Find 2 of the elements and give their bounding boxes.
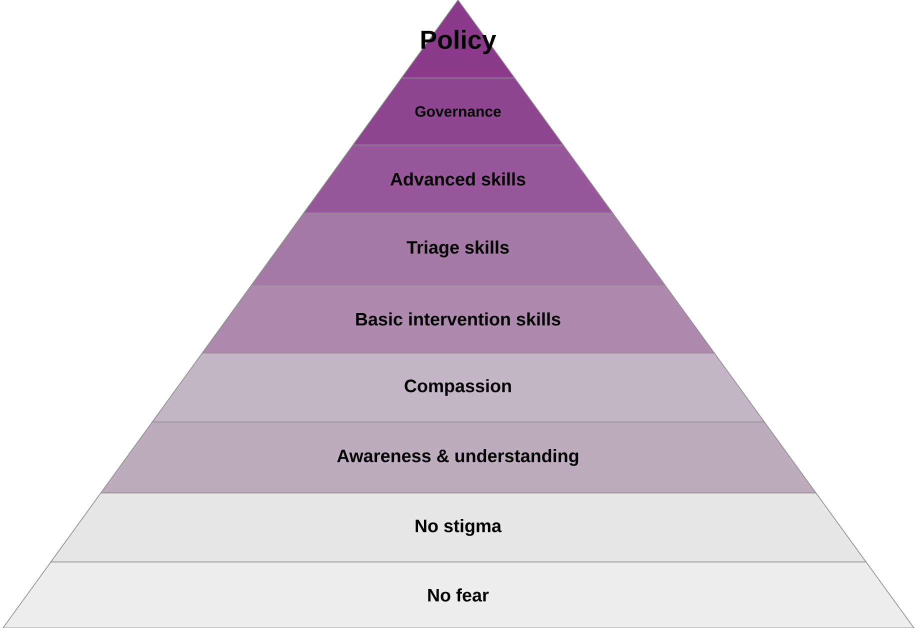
pyramid-band: Awareness & understanding: [100, 422, 817, 494]
pyramid-band: No stigma: [50, 492, 867, 562]
